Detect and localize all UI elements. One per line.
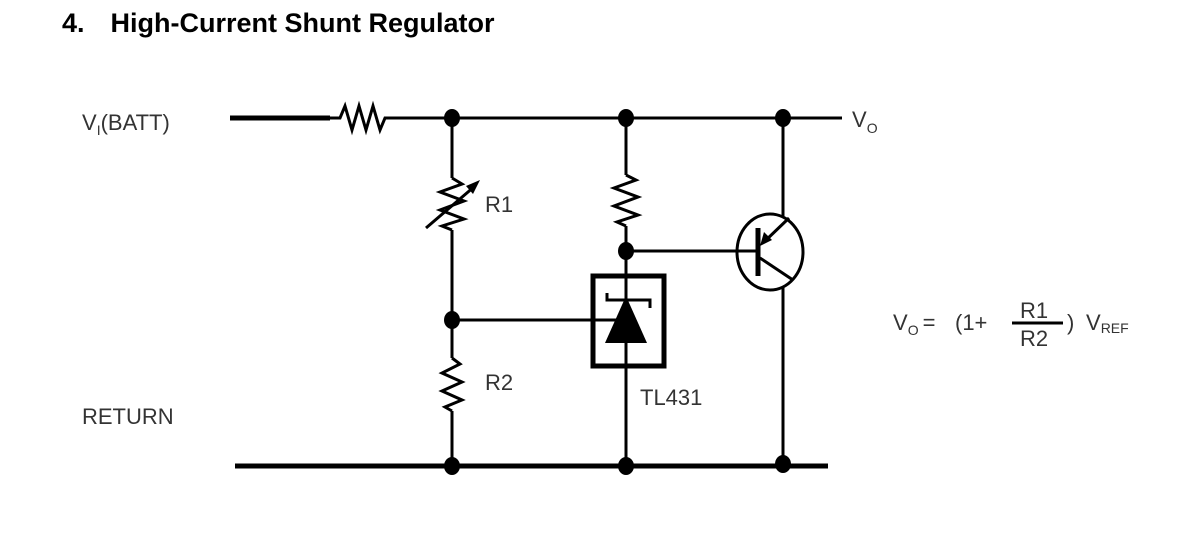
tl431-diode-triangle xyxy=(605,296,647,343)
junction-dot xyxy=(444,109,460,127)
regulator-branch xyxy=(609,118,643,466)
tl431-symbol: TL431 xyxy=(590,273,702,410)
junction-dot xyxy=(775,455,791,473)
bias-resistor-symbol xyxy=(609,173,643,228)
tl431-cathode-bar xyxy=(605,293,652,308)
pnp-transistor-symbol xyxy=(735,118,805,466)
tl431-box xyxy=(590,273,667,369)
junction-dot xyxy=(618,109,634,127)
series-resistor-symbol xyxy=(330,100,395,136)
vin-label: VI(BATT) xyxy=(82,110,170,138)
collector-line xyxy=(759,256,794,282)
junction-dot xyxy=(444,457,460,475)
formula-vref: VREF xyxy=(1086,310,1129,336)
r1-label: R1 xyxy=(485,192,513,217)
junction-nodes xyxy=(444,109,791,475)
top-rail xyxy=(230,100,842,136)
page-title: 4. High-Current Shunt Regulator xyxy=(62,8,495,39)
junction-dot xyxy=(775,109,791,127)
r2-label: R2 xyxy=(485,370,513,395)
return-label: RETURN xyxy=(82,404,174,429)
transistor-envelope xyxy=(735,212,805,292)
formula-denominator: R2 xyxy=(1020,326,1048,351)
divider-branch: R1 R2 xyxy=(425,118,513,466)
vout-label: VO xyxy=(852,107,878,136)
formula-close: ) xyxy=(1067,310,1074,335)
section-number: 4. xyxy=(62,8,85,38)
junction-dot xyxy=(444,311,460,329)
r1-arrow-head xyxy=(466,180,480,194)
emitter-arrow-head xyxy=(760,232,772,246)
junction-dot xyxy=(618,242,634,260)
junction-dot xyxy=(618,457,634,475)
section-title: High-Current Shunt Regulator xyxy=(110,8,495,38)
output-voltage-formula: VO= (1+ R1 R2 ) VREF xyxy=(893,298,1129,351)
tl431-label: TL431 xyxy=(640,385,702,410)
formula-lhs: VO= xyxy=(893,310,935,338)
r2-resistor-symbol xyxy=(438,356,466,413)
formula-open: (1+ xyxy=(955,310,987,335)
formula-numerator: R1 xyxy=(1020,298,1048,323)
r1-variable-arrow xyxy=(425,184,476,230)
